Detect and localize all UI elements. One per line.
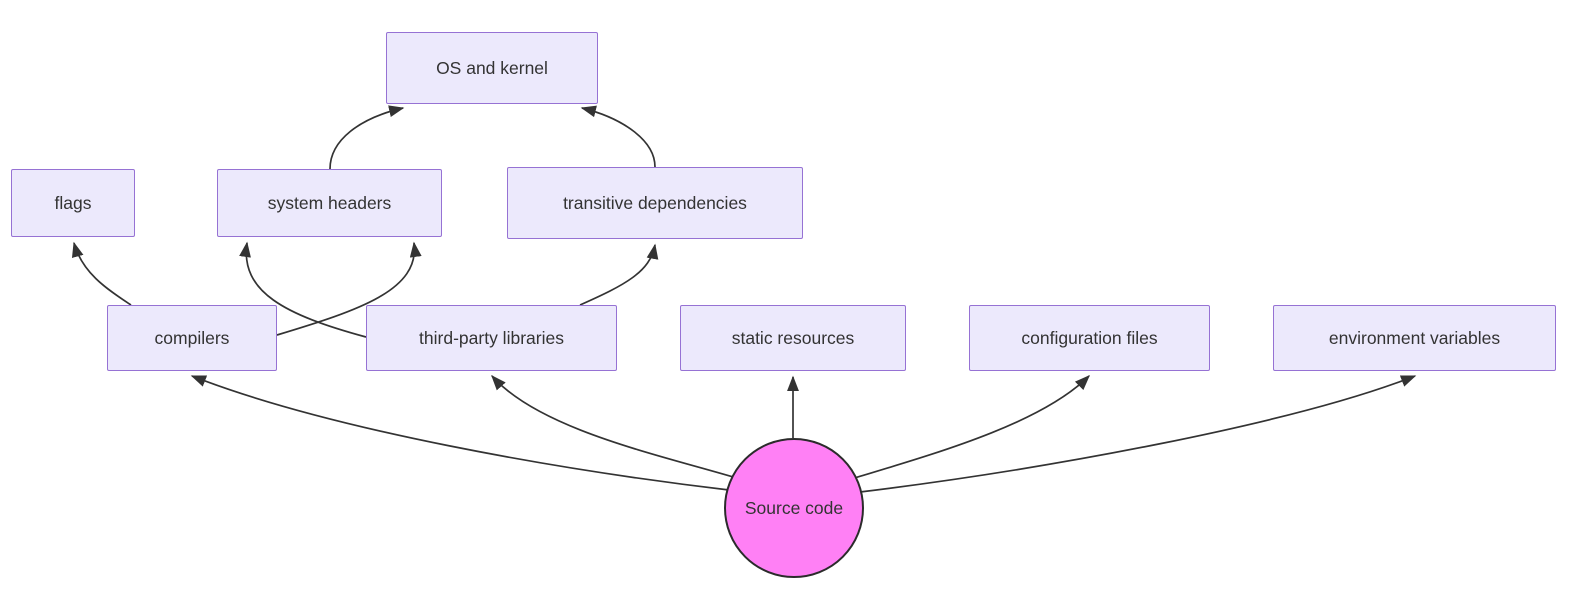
node-label-config_files: configuration files [1021, 327, 1158, 348]
edge-source_code-to-third_party [491, 374, 741, 480]
node-label-os_kernel: OS and kernel [436, 57, 548, 78]
node-label-third_party: third-party libraries [419, 327, 564, 348]
node-sys_headers[interactable]: system headers [217, 169, 442, 237]
node-static_res[interactable]: static resources [680, 305, 906, 371]
node-label-static_res: static resources [731, 327, 855, 348]
node-label-env_vars: environment variables [1328, 327, 1501, 348]
edge-source_code-to-env_vars [859, 375, 1417, 493]
edge-compilers-to-flags [71, 241, 132, 306]
node-label-trans_deps: transitive dependencies [563, 192, 747, 213]
edge-source_code-to-compilers [190, 375, 730, 491]
node-label-flags: flags [54, 192, 92, 213]
edge-trans_deps-to-os_kernel [580, 105, 656, 168]
node-flags[interactable]: flags [11, 169, 135, 237]
node-os_kernel[interactable]: OS and kernel [386, 32, 598, 104]
node-label-compilers: compilers [154, 327, 230, 348]
node-config_files[interactable]: configuration files [969, 305, 1210, 371]
edge-third_party-to-trans_deps [579, 243, 659, 306]
edge-paths [71, 105, 1417, 493]
node-env_vars[interactable]: environment variables [1273, 305, 1556, 371]
node-third_party[interactable]: third-party libraries [366, 305, 617, 371]
node-label-source_code: Source code [744, 497, 844, 518]
node-compilers[interactable]: compilers [107, 305, 277, 371]
edge-sys_headers-to-os_kernel [329, 105, 405, 170]
node-source_code[interactable]: Source code [724, 438, 864, 578]
edge-source_code-to-config_files [847, 375, 1090, 481]
node-label-sys_headers: system headers [267, 192, 392, 213]
node-trans_deps[interactable]: transitive dependencies [507, 167, 803, 239]
